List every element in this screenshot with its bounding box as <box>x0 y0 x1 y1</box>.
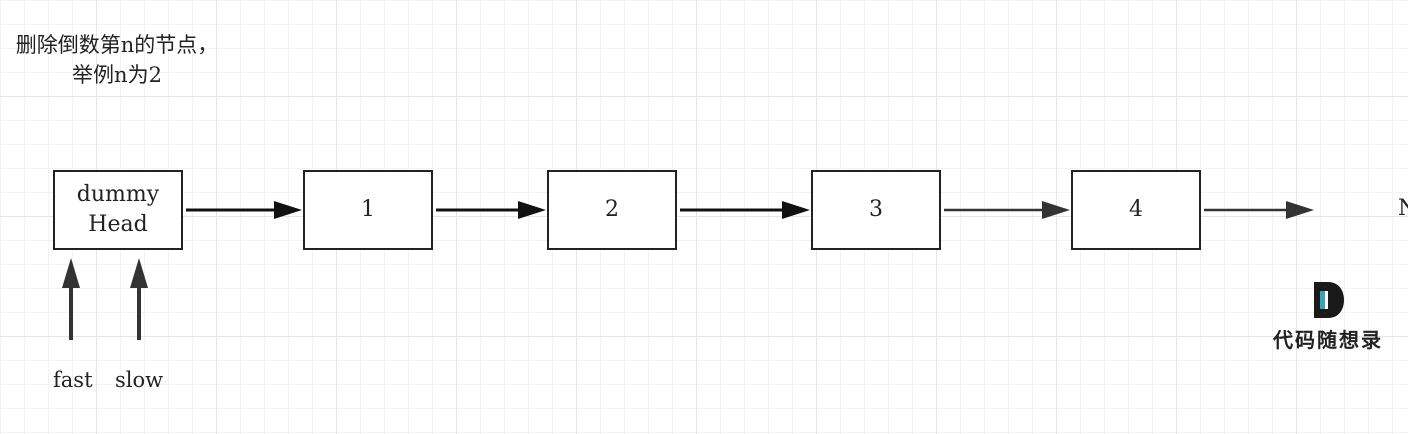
slow-pointer-arrowhead <box>130 258 148 288</box>
diagram-title: 删除倒数第n的节点，举例n为2 <box>15 33 219 87</box>
arrowhead-dummy-to-1 <box>274 201 302 219</box>
null-label: N <box>1398 196 1408 221</box>
node-2: 2 <box>547 170 677 250</box>
logo-text: 代码随想录 <box>1273 328 1383 352</box>
slow-pointer-label: slow <box>115 368 164 392</box>
arrowhead-2-to-3 <box>782 201 810 219</box>
node-1: 1 <box>303 170 433 250</box>
arrowhead-1-to-2 <box>518 201 546 219</box>
node-3: 3 <box>811 170 941 250</box>
node-dummy-head: dummy Head <box>53 170 183 250</box>
logo-d-icon <box>1314 282 1344 318</box>
fast-pointer-arrowhead <box>62 258 80 288</box>
arrowhead-4-to-null <box>1286 201 1314 219</box>
node-4: 4 <box>1071 170 1201 250</box>
arrowhead-3-to-4 <box>1042 201 1070 219</box>
fast-pointer-label: fast <box>53 368 93 392</box>
watermark-logo: 代码随想录 <box>1266 280 1390 352</box>
